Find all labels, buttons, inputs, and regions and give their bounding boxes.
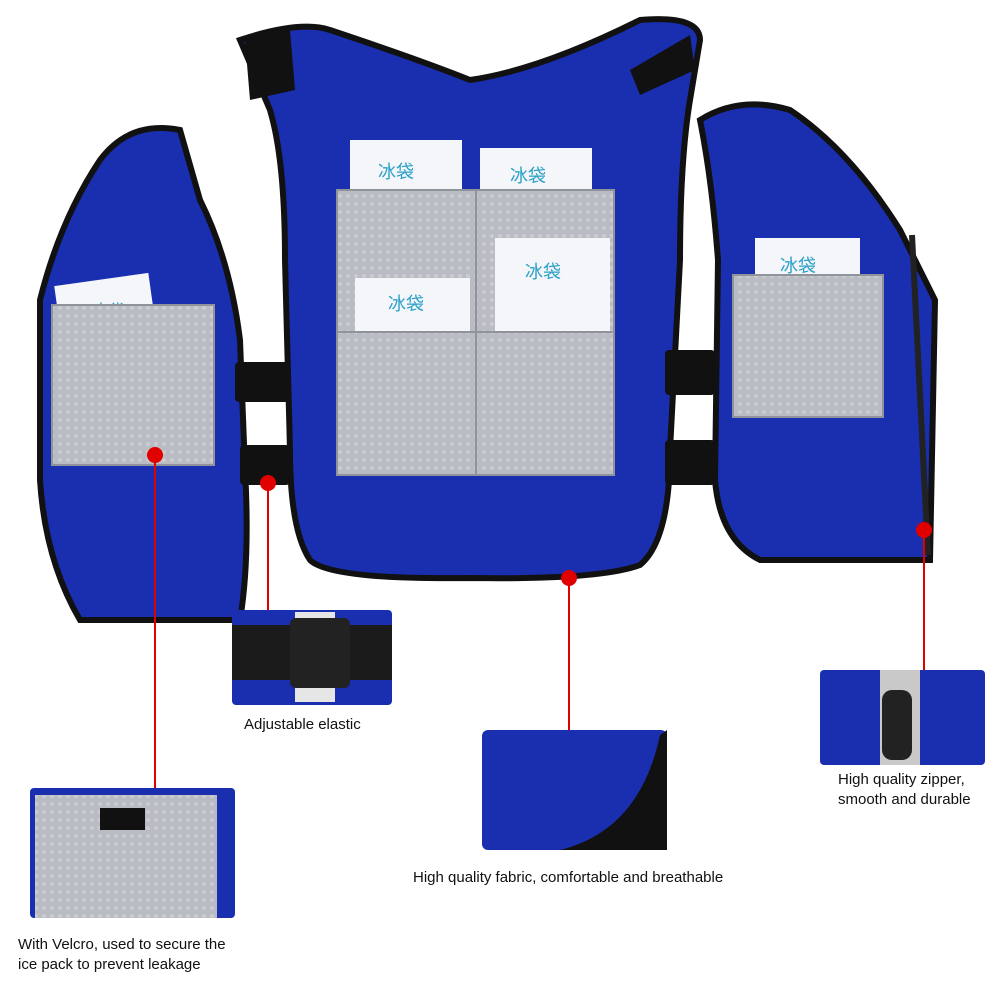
zipper-caption: High quality zipper, smooth and durable [838, 771, 971, 808]
callout-lines [147, 447, 932, 790]
velcro-strap [245, 30, 295, 100]
velcro-caption: With Velcro, used to secure the ice pack… [18, 936, 226, 973]
svg-text:冰袋: 冰袋 [525, 262, 561, 283]
detail-fabric [482, 730, 667, 850]
svg-text:冰袋: 冰袋 [510, 166, 546, 187]
main-vest-panel: 冰袋 冰袋 冰袋 冰袋 冰袋 冰袋 [235, 16, 704, 582]
detail-velcro [30, 788, 235, 918]
svg-text:冰袋: 冰袋 [780, 256, 816, 277]
left-vest-panel: 冰袋 [37, 125, 250, 623]
velcro-strap [630, 35, 695, 95]
right-vest-panel: 冰袋 [696, 101, 939, 563]
mesh-pocket [732, 274, 884, 418]
detail-elastic [232, 610, 392, 705]
buckles [235, 350, 715, 485]
mesh-pocket [51, 304, 215, 466]
svg-text:冰袋: 冰袋 [378, 162, 414, 183]
zipper [909, 234, 931, 556]
fabric-caption: High quality fabric, comfortable and bre… [413, 869, 724, 886]
elastic-caption: Adjustable elastic [244, 716, 361, 733]
svg-text:冰袋: 冰袋 [388, 294, 424, 315]
detail-zipper [820, 670, 985, 765]
